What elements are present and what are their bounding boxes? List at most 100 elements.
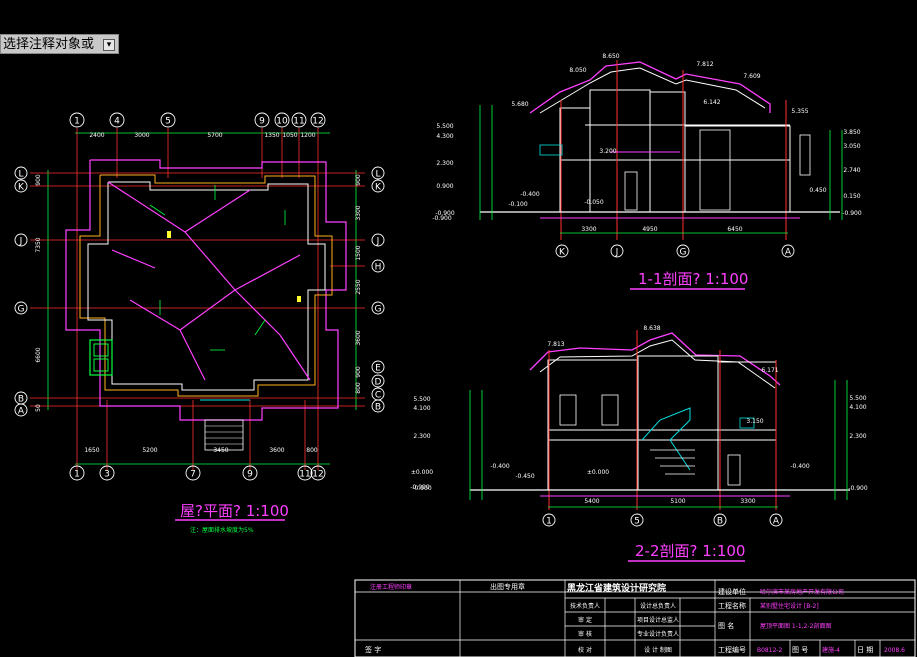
plan-grid-top-5-circle <box>160 112 176 128</box>
plan-grid-right-D-circle <box>371 374 385 388</box>
plan-grid-left-B: B <box>18 395 24 405</box>
plan-grid-bottom-12: 12 <box>312 470 323 480</box>
s11-level-4: 6.142 <box>703 99 720 106</box>
plan-grid-top-10-circle <box>274 112 290 128</box>
date-value: 2008.6 <box>884 647 905 654</box>
plan-grid-right-B-circle <box>371 399 385 413</box>
plan-grid-right-H-circle <box>371 259 385 273</box>
tb-role-3: 项目设计总监人 <box>637 616 679 624</box>
s11-right-level-2: 2.740 <box>843 167 860 174</box>
plan-dim-right-1: 3300 <box>355 205 362 220</box>
tb-role-1: 设计总负责人 <box>640 602 676 610</box>
institute-name: 黑龙江省建筑设计研究院 <box>567 582 666 594</box>
s11-left-level-2: 2.300 <box>436 160 453 167</box>
drawing-label: 图 名 <box>718 621 734 630</box>
s22-grid-5: 5 <box>634 517 640 527</box>
s11-left-level-3: 0.900 <box>436 183 453 190</box>
s22-grid-1: 1 <box>546 517 552 527</box>
title-block: 注册工程师印章 出图专用章 黑龙江省建筑设计研究院 建设单位 哈尔滨市某房地产开… <box>354 579 916 657</box>
s11-dim-1: 4950 <box>642 226 657 233</box>
s22-level-2: 6.171 <box>761 367 778 374</box>
plan-grid-right-L-circle <box>371 166 385 180</box>
s11-level-8: -0.050 <box>584 199 604 206</box>
s22-right-level-3: -0.400 <box>790 463 810 470</box>
reg-stamp-label: 注册工程师印章 <box>370 583 412 591</box>
s11-left-level-1: 4.300 <box>436 133 453 140</box>
plan-grid-bottom-9: 9 <box>247 470 253 480</box>
plan-dim-bottom-4: 800 <box>306 447 318 454</box>
s11-level-10: -0.100 <box>508 201 528 208</box>
plan-grid-right-G-circle <box>371 301 385 315</box>
project-value: 某别墅住宅设计 [B-2] <box>760 602 819 610</box>
plan-grid-top-12: 12 <box>312 117 323 127</box>
plan-grid-right-J: J <box>376 237 380 247</box>
plan-grid-top-11-circle <box>291 112 307 128</box>
command-prompt-tooltip[interactable]: 选择注释对象或 ▾ <box>0 34 119 54</box>
plan-grid-top-12-circle <box>310 112 326 128</box>
sheet-value: 建施-4 <box>822 646 840 654</box>
section-2-2-title: 2-2剖面? 1:100 <box>635 542 745 560</box>
s22-level-7: -0.900 <box>410 484 430 491</box>
plan-dim-left-2: 6600 <box>35 347 42 362</box>
plan-grid-left-A-circle <box>14 403 28 417</box>
client-value: 哈尔滨市某房地产开发有限公司 <box>760 588 844 596</box>
plan-grid-right-C: C <box>375 391 381 401</box>
plan-dim-top-1: 3000 <box>134 132 149 139</box>
tb-role-6: 校 对 <box>578 646 592 654</box>
plan-grid-right-K: K <box>375 183 382 193</box>
plan-grid-top-5: 5 <box>165 117 171 127</box>
s22-level-4: -0.400 <box>490 463 510 470</box>
s11-right-level-3: 0.450 <box>809 187 826 194</box>
client-label: 建设单位 <box>718 587 746 596</box>
dropdown-icon[interactable]: ▾ <box>103 39 115 51</box>
s11-level-0: 8.650 <box>602 53 619 60</box>
plan-grid-top-11: 11 <box>293 117 304 127</box>
s11-grid-K-circle <box>555 244 569 258</box>
s11-level-6: 5.355 <box>791 108 808 115</box>
plan-grid-right-H: H <box>375 263 382 273</box>
number-label: 工程编号 <box>718 645 746 654</box>
plan-grid-right-D: D <box>375 378 382 388</box>
plan-dim-left-0: 900 <box>35 174 42 186</box>
s22-grid-5-circle <box>630 513 644 527</box>
s11-level-5: 5.680 <box>511 101 528 108</box>
s22-grid-B: B <box>717 517 723 527</box>
plan-grid-right-B: B <box>375 403 381 413</box>
plan-grid-bottom-11: 11 <box>299 470 310 480</box>
plan-grid-left-G: G <box>18 305 25 315</box>
plan-dim-top-5: 1200 <box>300 132 315 139</box>
plan-grid-left-G-circle <box>14 301 28 315</box>
plan-dim-bottom-2: 3450 <box>213 447 228 454</box>
plan-grid-top-1: 1 <box>74 117 80 127</box>
plan-grid-top-10: 10 <box>276 117 288 127</box>
s11-grid-G-circle <box>676 244 690 258</box>
s22-grid-B-circle <box>713 513 727 527</box>
plan-grid-bottom-9-circle <box>242 465 258 481</box>
plan-dim-top-0: 2400 <box>89 132 104 139</box>
plan-grid-left-J: J <box>19 237 23 247</box>
drawing-value: 屋顶平面图 1-1,2-2剖面图 <box>760 622 831 630</box>
plan-grid-left-L-circle <box>14 166 28 180</box>
s22-dim-0: 5400 <box>584 498 599 505</box>
section-2-2-levels: 8.6387.8136.1713.150-0.400-0.450±0.000-0… <box>410 325 778 491</box>
plan-dim-left-3: 50 <box>35 404 42 412</box>
plan-dim-right-3: 2550 <box>355 279 362 294</box>
s11-dim-2: 6450 <box>727 226 742 233</box>
seal-label: 出图专用章 <box>490 582 525 591</box>
tb-role-5: 专业设计负责人 <box>637 630 679 638</box>
s22-right-level-0: 5.500 <box>849 395 866 402</box>
plan-grid-right-E-circle <box>371 360 385 374</box>
roof-plan-note: 注：屋面排水坡度为5% <box>190 526 254 534</box>
plan-grid-top-4-circle <box>109 112 125 128</box>
s11-right-level-1: 3.050 <box>843 143 860 150</box>
plan-grid-bottom-1-circle <box>69 465 85 481</box>
